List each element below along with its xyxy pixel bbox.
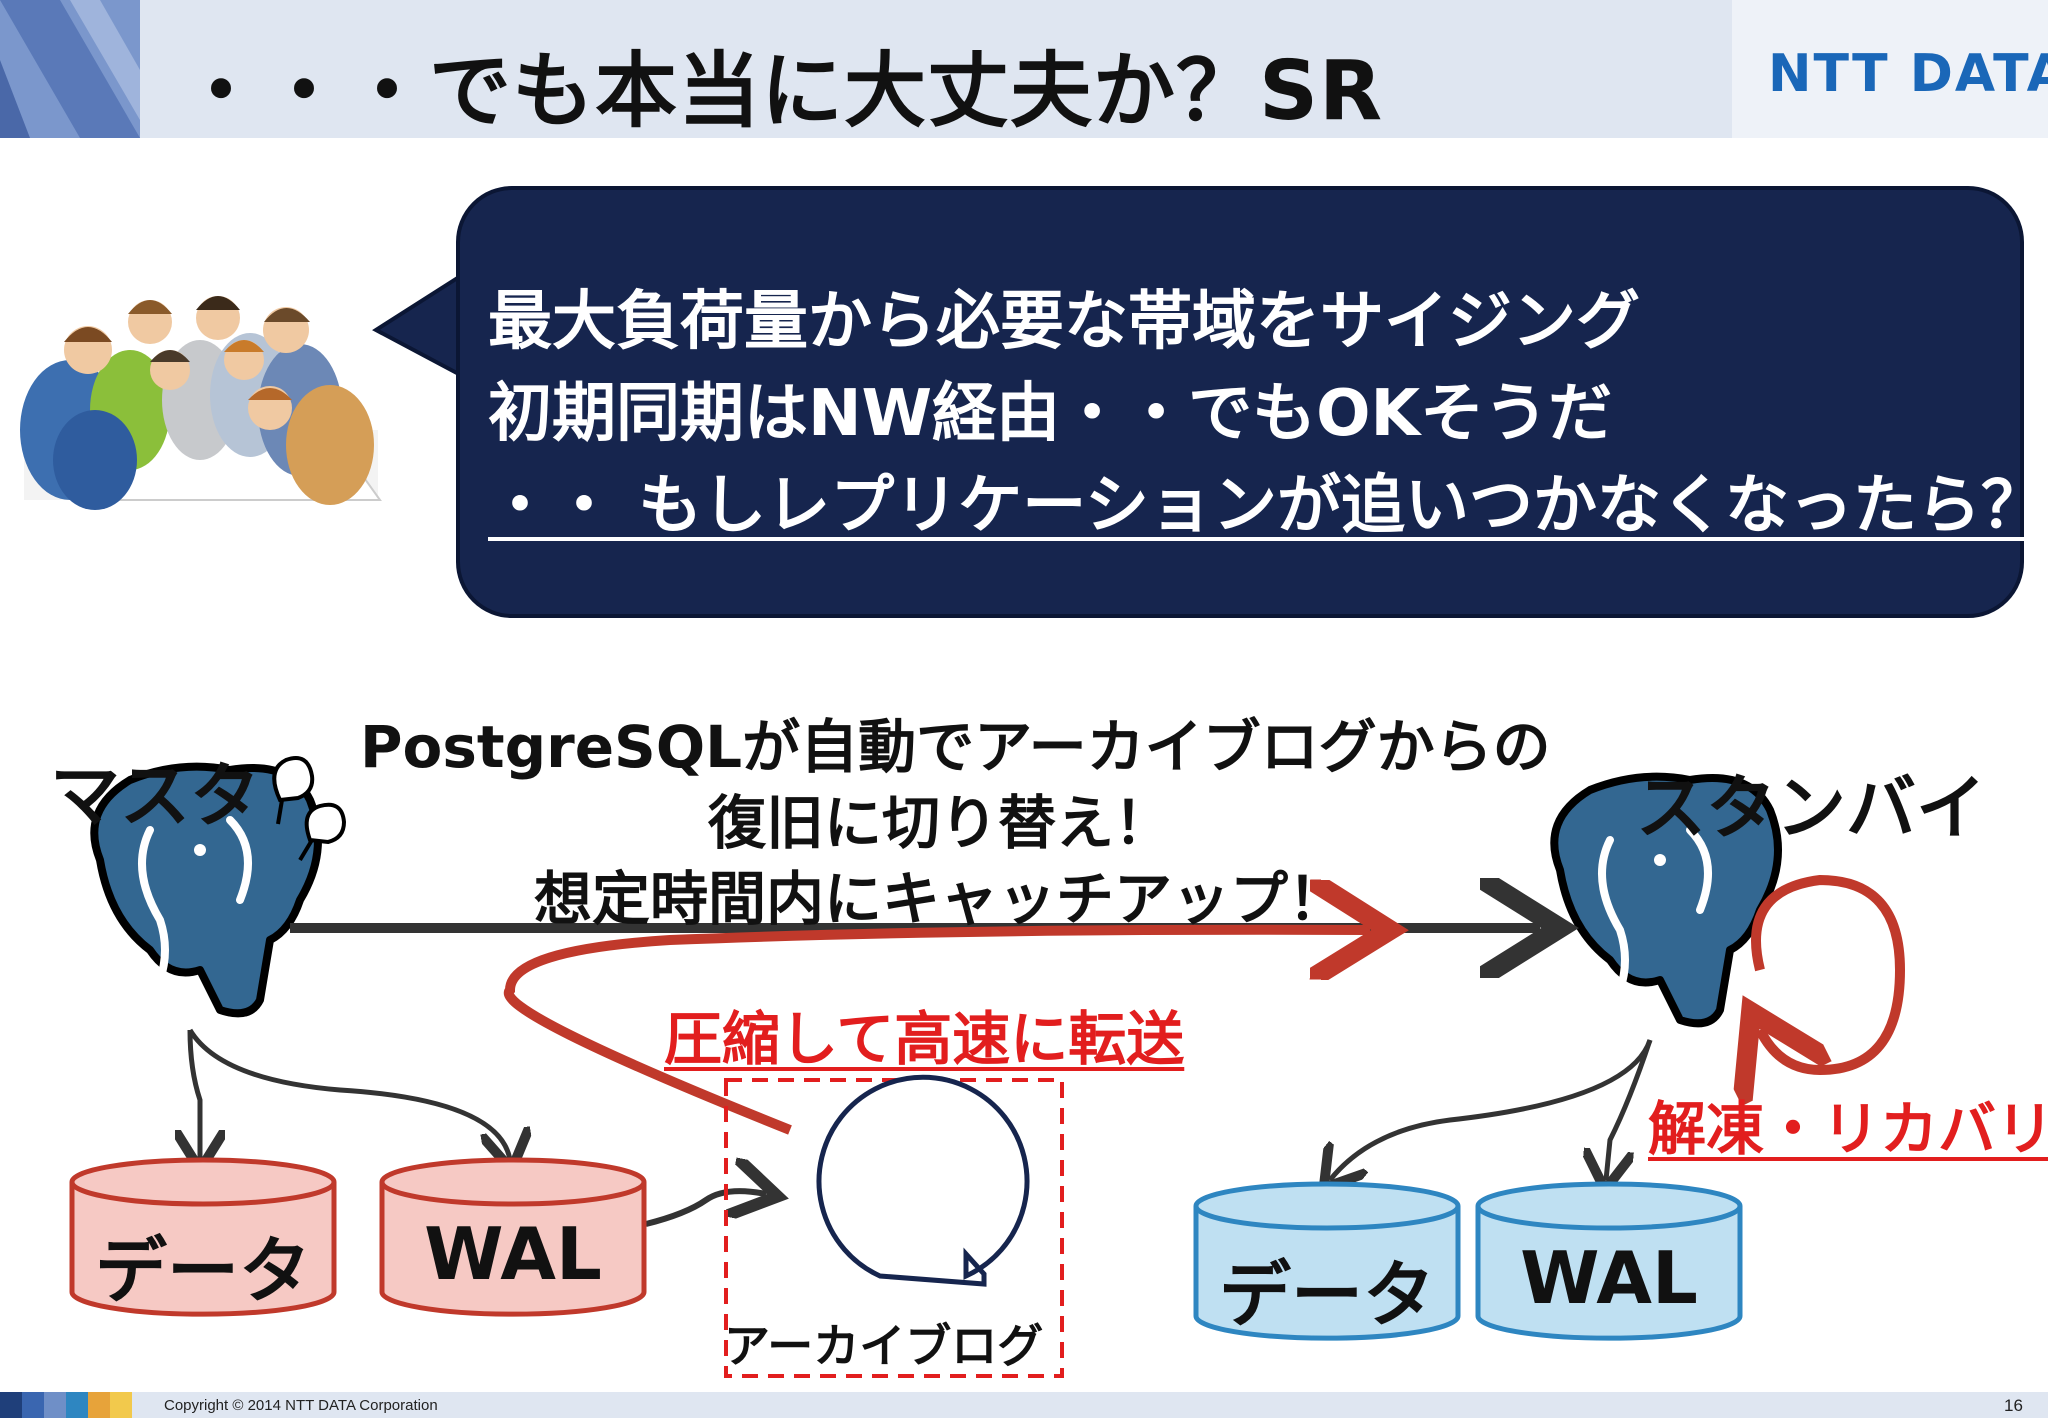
standby-wal-cylinder-icon [1475, 1181, 1743, 1341]
master-data-cylinder-icon [69, 1157, 337, 1317]
compressed-transfer-arrow [503, 930, 1370, 1135]
recovery-label: 解凍・リカバリ [1648, 1095, 2048, 1163]
message-line-1: PostgreSQLが自動でアーカイブログからの [360, 713, 1551, 781]
recovery-loop-arrow [1756, 874, 1906, 1070]
archive-tape-icon [816, 1074, 1030, 1287]
footer-bar [0, 1392, 2048, 1418]
ntt-data-logo: NTT DATA [1768, 44, 2048, 104]
slide-title: ・・・でも本当に大丈夫か？SR [180, 44, 1384, 139]
standby-data-label: データ [1218, 1253, 1435, 1337]
page-number: 16 [2004, 1396, 2023, 1415]
message-line-3: 想定時間内にキャッチアップ！ [533, 865, 1346, 933]
header-decoration [0, 0, 140, 138]
postgresql-elephant-icon-standby [1550, 772, 1782, 1028]
archive-log-label: アーカイブログ [724, 1319, 1044, 1373]
master-wal-label: WAL [424, 1212, 602, 1296]
master-data-label: データ [94, 1229, 311, 1313]
copyright-text: Copyright © 2014 NTT DATA Corporation [164, 1397, 438, 1414]
thought-bubble-icon [272, 756, 347, 862]
header-bar [0, 0, 2048, 138]
header-stripe-graphic [0, 0, 140, 138]
standby-data-cylinder-icon [1193, 1181, 1461, 1341]
standby-label: スタンバイ [1636, 767, 1986, 849]
postgresql-elephant-icon-master [90, 762, 322, 1018]
message-line-2: 復旧に切り替え！ [707, 789, 1172, 857]
standby-wal-label: WAL [1520, 1236, 1698, 1320]
master-wal-cylinder-icon [379, 1157, 647, 1317]
bubble-line-1: 最大負荷量から必要な帯域をサイジング [488, 285, 1640, 359]
master-label: マスタ [50, 755, 260, 837]
compress-transfer-label: 圧縮して高速に転送 [664, 1005, 1185, 1073]
speech-bubble [456, 186, 2024, 618]
bubble-line-2: 初期同期はNW経由・・でもOKそうだ [488, 377, 1613, 451]
bubble-line-3: ・・ もしレプリケーションが追いつかなくなったら？ [488, 469, 2045, 543]
logo-area [1732, 0, 2048, 138]
